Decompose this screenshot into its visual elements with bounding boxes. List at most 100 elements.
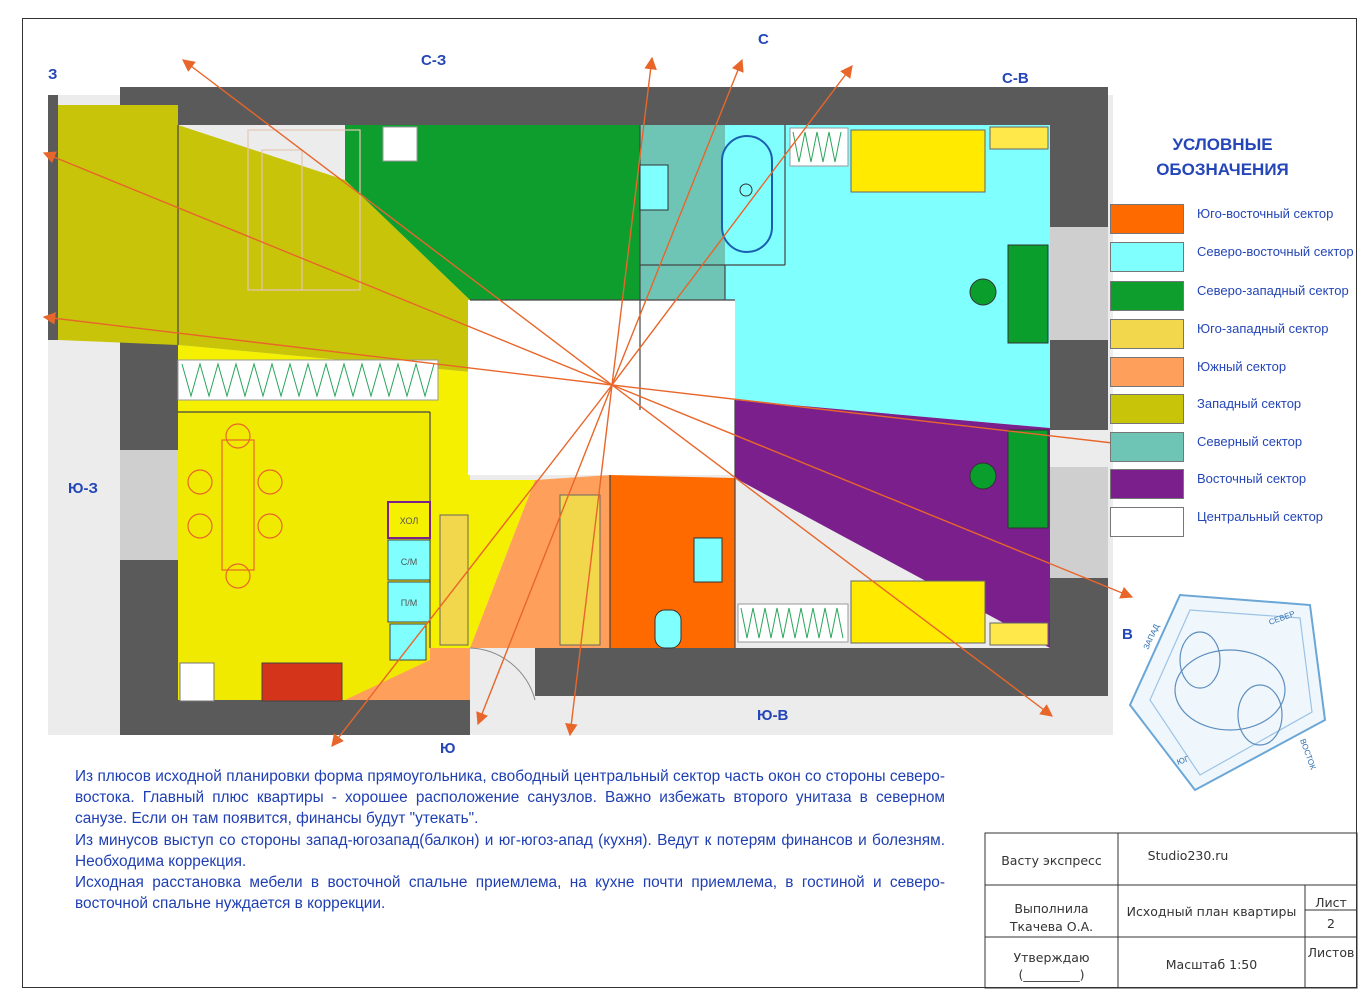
nightstand-bottom (989, 622, 1049, 646)
direction-ray (611, 58, 744, 386)
notes: Из плюсов исходной планировки форма прям… (75, 766, 945, 914)
direction-northeast: С-В (1002, 70, 1029, 87)
dishwasher (387, 539, 431, 581)
legend-label: Восточный сектор (1197, 471, 1307, 486)
washer-label: П/М (401, 598, 417, 608)
legend-swatch (1110, 394, 1184, 424)
sink-north (639, 164, 669, 211)
legend-item: Западный сектор (1110, 394, 1355, 428)
direction-rays (42, 56, 1134, 747)
stamp-drawing-title: Исходный план квартиры (1126, 904, 1297, 919)
legend-item: Юго-восточный сектор (1110, 204, 1355, 238)
stamp-scale: Масштаб 1:50 (1165, 957, 1258, 972)
note-pros: Из плюсов исходной планировки форма прям… (75, 768, 945, 828)
bed-bottom (850, 580, 986, 644)
entry-door-swing (469, 647, 536, 701)
fridge-label: ХОЛ (400, 516, 419, 526)
kitchen-sink (389, 623, 427, 661)
direction-ray (42, 312, 613, 386)
legend-label: Северный сектор (1197, 434, 1303, 449)
fridge (387, 501, 431, 539)
direction-ray (181, 59, 613, 386)
legend-title-line2: ОБОЗНАЧЕНИЯ (1156, 160, 1289, 179)
bathtub-drain (739, 183, 753, 197)
legend-item: Северный сектор (1110, 432, 1355, 466)
legend-item: Восточный сектор (1110, 469, 1355, 503)
stamp-sheet-label: Лист (1315, 895, 1347, 910)
note-furniture: Исходная расстановка мебели в восточной … (75, 874, 945, 913)
stamp-approve-label: Утверждаю (1013, 950, 1090, 965)
bed-top (850, 129, 986, 193)
furniture (187, 129, 361, 589)
stamp-sheet-number: 2 (1327, 916, 1335, 931)
direction-ray (42, 151, 613, 386)
direction-ray (476, 384, 613, 726)
dishwasher-label: С/М (401, 557, 418, 567)
stamp-studio: Studio230.ru (1147, 848, 1229, 863)
title-block (984, 832, 1358, 989)
stamp-client: Васту экспресс (1001, 853, 1102, 868)
direction-ray (611, 64, 853, 386)
kitchen-cabinet (179, 662, 215, 702)
stamp-author-role: Выполнила (1014, 901, 1089, 916)
legend-label: Юго-западный сектор (1197, 321, 1329, 336)
stamp-sheets-label: Листов (1307, 945, 1355, 960)
hall-shelf (439, 514, 469, 646)
legend-swatch (1110, 281, 1184, 311)
legend-label: Западный сектор (1197, 396, 1302, 411)
bathtub (721, 135, 773, 253)
direction-southeast: Ю-В (757, 707, 789, 724)
direction-ray (611, 384, 1134, 599)
legend-label: Северо-восточный сектор (1197, 244, 1354, 259)
sink-south (693, 537, 723, 583)
legend-swatch (1110, 357, 1184, 387)
note-cons: Из минусов выступ со стороны запад-югоза… (75, 831, 945, 870)
compass-east-label: ВОСТОК (1298, 738, 1318, 772)
direction-west: З (48, 66, 58, 83)
wardrobe-hatch-bottom (740, 607, 844, 639)
direction-ray (611, 56, 657, 386)
wardrobe-hatch-living (181, 362, 435, 398)
legend-title-line1: УСЛОВНЫЕ (1172, 135, 1273, 154)
direction-ray (565, 384, 613, 737)
direction-ray (611, 384, 1132, 450)
compass-south-label: ЮГ (1176, 754, 1191, 767)
legend-label: Центральный сектор (1197, 509, 1324, 524)
chair-top (969, 278, 997, 306)
desk-top (1007, 244, 1049, 344)
living-box (382, 126, 418, 162)
hall-wardrobe (559, 494, 601, 646)
legend-swatch (1110, 242, 1184, 272)
legend-swatch (1110, 319, 1184, 349)
walls (48, 87, 1108, 735)
stamp-author-name: Ткачева О.А. (1009, 919, 1094, 934)
legend-swatch (1110, 204, 1184, 234)
sheet-frame (22, 18, 1357, 988)
wardrobes (177, 127, 849, 643)
legend-item: Северо-восточный сектор (1110, 242, 1355, 276)
direction-southwest: Ю-З (68, 480, 98, 497)
legend-item: Северо-западный сектор (1110, 281, 1355, 315)
legend-item: Центральный сектор (1110, 507, 1355, 541)
direction-ray (331, 384, 613, 747)
legend-swatch (1110, 469, 1184, 499)
nightstand-top (989, 126, 1049, 150)
legend-label: Южный сектор (1197, 359, 1287, 374)
stove (261, 662, 343, 702)
legend-item: Юго-западный сектор (1110, 319, 1355, 353)
legend-label: Северо-западный сектор (1197, 283, 1349, 298)
direction-ray (611, 384, 1054, 717)
direction-east: В (1122, 626, 1133, 643)
toilet (654, 609, 682, 649)
washer (387, 581, 431, 623)
legend-item: Южный сектор (1110, 357, 1355, 391)
direction-south: Ю (440, 740, 456, 757)
direction-north: С (758, 31, 769, 48)
windows (120, 227, 1108, 578)
legend-title: УСЛОВНЫЕ ОБОЗНАЧЕНИЯ (1120, 132, 1325, 182)
legend-swatch (1110, 507, 1184, 537)
direction-northwest: С-З (421, 52, 447, 69)
desk-bottom (1007, 429, 1049, 529)
compass-plan: СЕВЕР ЗАПАД ВОСТОК ЮГ (1128, 593, 1327, 792)
